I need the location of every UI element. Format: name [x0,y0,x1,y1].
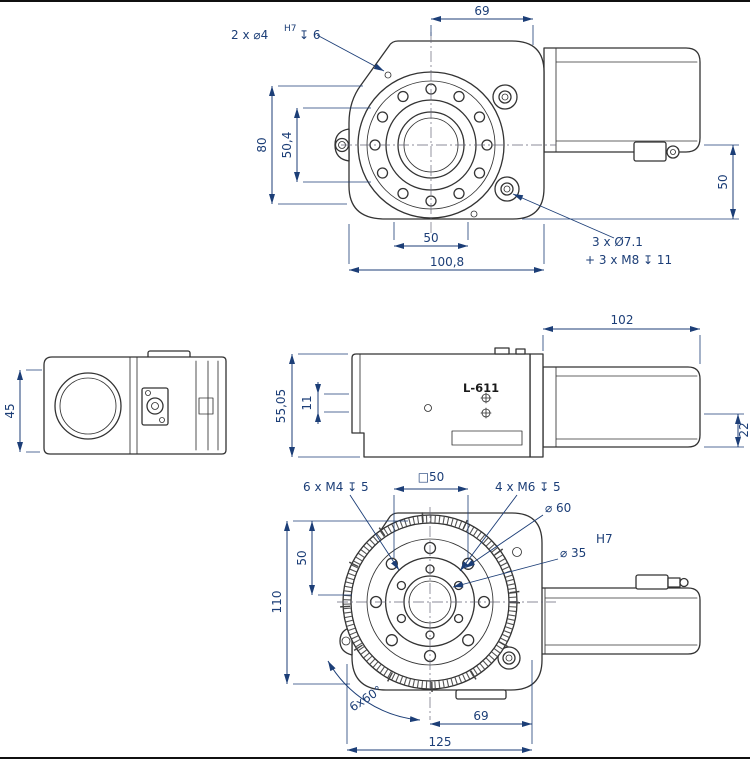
top-view-dimensions: 69 2 x ⌀4 H7 ↧ 6 80 50,4 50 100,8 50 3 x… [231,4,739,273]
side-flange-circle [54,372,122,440]
dim-50-bolt-label: 50 [423,231,438,245]
centerlines [341,32,556,234]
note-big-holes-line2: + 3 x M8 ↧ 11 [585,253,672,267]
boss-top-right [492,84,518,110]
dim-100-8-label: 100,8 [430,255,464,269]
top-view-part [334,32,701,234]
note-6x-m4: 6 x M4 ↧ 5 [303,480,369,494]
side-view-dimensions: 102 55,05 11 22 [274,313,750,458]
dim-d60-label: ⌀ 60 [545,501,571,515]
dim-69-front-label: 69 [473,709,488,723]
dim-22-label: 22 [737,422,750,437]
dim-d35-label: ⌀ 35 [560,546,586,560]
top-view: 69 2 x ⌀4 H7 ↧ 6 80 50,4 50 100,8 50 3 x… [231,4,739,273]
dim-45-label: 45 [3,403,17,418]
front-bottom-tab [455,689,507,700]
dim-50-4-label: 50,4 [280,132,294,159]
dim-angle-label: 6x60° [347,683,385,714]
note-4x-m6: 4 x M6 ↧ 5 [495,480,561,494]
side-housing [351,353,531,458]
connector-block [633,141,667,162]
left-side-part [43,350,227,455]
tolerance-h7-label: H7 [284,24,297,34]
left-side-view: 45 [3,350,227,455]
connector-plug [666,145,680,159]
side-motor-body [542,366,701,448]
dim-55-05-label: 55,05 [274,389,288,423]
left-side-dimensions: 45 [3,369,42,453]
front-motor-body [532,587,701,655]
dim-69-label: 69 [474,4,489,18]
dim-110-label: 110 [270,591,284,614]
boss-bottom-right [494,176,520,202]
front-view-part [337,507,701,720]
side-view: L-611 102 55,05 11 22 [274,313,750,458]
note-big-holes-line1: 3 x Ø7.1 [592,235,643,249]
depth-6-label: ↧ 6 [299,28,321,42]
front-connector-block [635,574,669,590]
note-small-holes: 2 x ⌀4 [231,28,268,42]
dim-11-label: 11 [300,395,314,410]
part-label-l611: L-611 [463,381,499,395]
side-flange-plate [529,353,544,458]
dowel-holes [384,71,478,218]
front-view-dimensions: 6 x M4 ↧ 5 4 x M6 ↧ 5 □50 ⌀ 60 H7 ⌀ 35 5… [270,470,613,753]
motor-body [543,47,701,153]
dim-square-50-label: □50 [418,470,445,484]
dim-102-label: 102 [611,313,634,327]
dim-50-right-label: 50 [716,174,730,189]
dim-80-label: 80 [255,137,269,152]
dim-125-label: 125 [429,735,452,749]
dim-50-front-label: 50 [295,550,309,565]
side-view-part: L-611 [351,347,701,458]
front-boss-bottom-right [497,646,521,670]
dim-d35-tol-label: H7 [596,532,613,546]
front-centerlines [337,507,556,720]
front-view: 6 x M4 ↧ 5 4 x M6 ↧ 5 □50 ⌀ 60 H7 ⌀ 35 5… [270,470,701,753]
